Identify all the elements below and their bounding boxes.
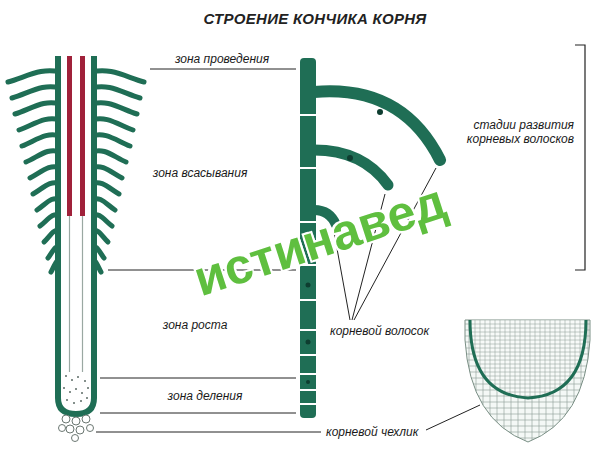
watermark: истинавед xyxy=(187,173,453,307)
bracket xyxy=(575,45,585,270)
meristem-section xyxy=(470,320,586,398)
zone-label: зона всасывания xyxy=(153,166,248,180)
root-body xyxy=(58,56,94,414)
vascular-line xyxy=(70,216,83,372)
part-label: корневой волосок xyxy=(330,324,429,338)
root-cap-section xyxy=(465,320,590,442)
zone-label: зона роста xyxy=(163,318,228,332)
root-cap-cells xyxy=(59,415,94,442)
xylem-strand xyxy=(80,56,85,216)
meristem-outline xyxy=(470,320,586,398)
root-hair xyxy=(314,150,388,185)
diagram-title: СТРОЕНИЕ КОНЧИКА КОРНЯ xyxy=(203,10,426,27)
xylem-strand xyxy=(67,56,72,216)
bracket-label: стадии развития корневых волосков xyxy=(452,118,574,146)
zone-label: зона проведения xyxy=(175,52,269,66)
zone-label: зона деления xyxy=(168,389,243,403)
meristem-dots xyxy=(63,375,89,404)
part-label: корневой чехлик xyxy=(326,425,418,439)
